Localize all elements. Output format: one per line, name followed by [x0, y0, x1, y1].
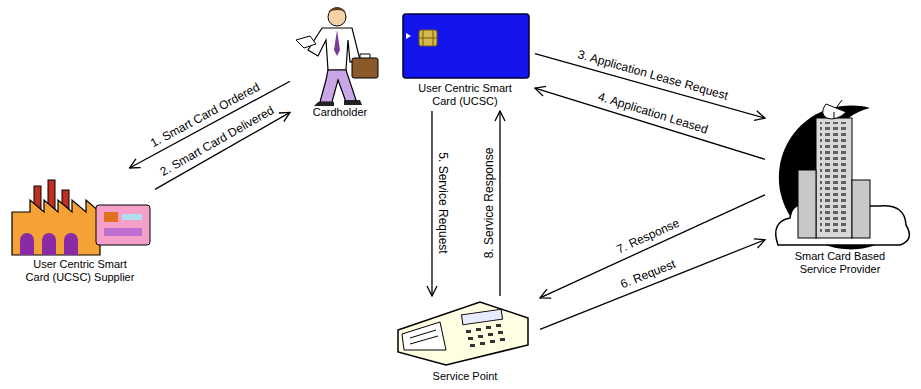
- node-caption: Service Point: [395, 370, 535, 383]
- slot-lines: [410, 330, 438, 344]
- card-notch: [406, 33, 411, 39]
- factory-body: [12, 200, 100, 255]
- card-node: User Centric Smart Card (UCSC): [395, 12, 535, 111]
- shoes: [314, 100, 362, 106]
- terminal-body: [398, 302, 528, 365]
- hair: [328, 7, 346, 12]
- step-label: 5. Service Request: [436, 153, 450, 254]
- dish-mast: [834, 100, 842, 118]
- flow-arrow: [431, 111, 432, 296]
- smart-card: [403, 14, 529, 78]
- flow-arrow: [130, 81, 291, 168]
- wing: [852, 180, 870, 238]
- terminal-figure: [398, 302, 528, 365]
- briefcase-handle: [360, 54, 370, 58]
- step-label: 8. Service Response: [482, 148, 496, 259]
- flow-arrow: [540, 195, 765, 298]
- factory-figure: [12, 180, 150, 255]
- product-chip: [104, 212, 118, 222]
- chip-contacts: [419, 30, 437, 46]
- person-node: Cardholder: [290, 2, 390, 122]
- tower: [816, 118, 852, 238]
- keypad: [466, 324, 505, 347]
- step-label: 4. Application Leased: [597, 90, 710, 137]
- card-stripe: [122, 214, 142, 220]
- card-stripe: [104, 228, 142, 236]
- tie: [334, 30, 340, 56]
- card-body: [403, 14, 529, 78]
- flow-arrow: [540, 240, 765, 330]
- node-caption: User Centric Smart Card (UCSC): [408, 82, 523, 108]
- cardholder-figure: [296, 7, 378, 106]
- terminal-slot: [402, 322, 446, 350]
- display: [461, 309, 502, 324]
- step-label: 7. Response: [614, 216, 681, 257]
- head: [328, 8, 346, 26]
- terminal-node: Service Point: [390, 296, 540, 386]
- building-figure: [776, 100, 910, 249]
- flow-arrow: [499, 111, 500, 296]
- tower-windows: [820, 122, 848, 234]
- provider-node: Smart Card Based Service Provider: [765, 92, 915, 279]
- card-chip: [419, 30, 437, 46]
- wing: [798, 170, 816, 238]
- supplier-node: User Centric Smart Card (UCSC) Supplier: [5, 168, 155, 287]
- flow-arrow: [535, 88, 765, 159]
- briefcase: [352, 58, 378, 78]
- papers: [296, 36, 316, 48]
- product-card: [96, 205, 150, 245]
- node-caption: Smart Card Based Service Provider: [780, 250, 900, 276]
- trousers: [320, 70, 356, 102]
- node-caption: User Centric Smart Card (UCSC) Supplier: [23, 258, 138, 284]
- node-caption: Cardholder: [295, 106, 385, 119]
- factory-arches: [20, 233, 78, 255]
